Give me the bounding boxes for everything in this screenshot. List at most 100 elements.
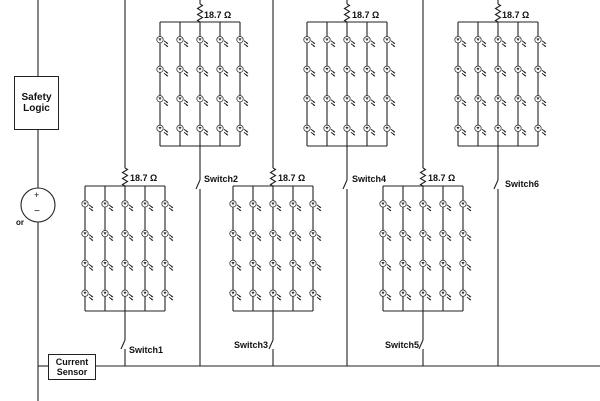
- led-emission-arrow: [469, 268, 471, 271]
- led-emission-arrow: [464, 130, 466, 133]
- led-emission-arrow: [151, 265, 153, 268]
- led-emission-arrow: [226, 41, 228, 44]
- led-emission-arrow: [206, 133, 208, 136]
- led-diode: [421, 202, 425, 206]
- led-diode: [536, 97, 540, 101]
- led-emission-arrow: [484, 100, 486, 103]
- led-emission-arrow: [206, 103, 208, 106]
- led-emission-arrow: [299, 205, 301, 208]
- led-emission-arrow: [206, 130, 208, 133]
- led-emission-arrow: [206, 44, 208, 47]
- led-diode: [238, 67, 242, 71]
- led-diode: [163, 202, 167, 206]
- led-emission-arrow: [333, 133, 335, 136]
- led-emission-arrow: [299, 265, 301, 268]
- led-emission-arrow: [171, 265, 173, 268]
- led-emission-arrow: [166, 71, 168, 74]
- led-emission-arrow: [373, 103, 375, 106]
- led-emission-arrow: [206, 74, 208, 77]
- led-emission-arrow: [111, 298, 113, 301]
- led-emission-arrow: [313, 41, 315, 44]
- led-array-3: [229, 185, 322, 312]
- led-emission-arrow: [524, 71, 526, 74]
- led-emission-arrow: [111, 295, 113, 298]
- resistor-zigzag: [196, 3, 204, 23]
- led-diode: [83, 232, 87, 236]
- led-diode: [143, 202, 147, 206]
- led-diode: [143, 261, 147, 265]
- led-emission-arrow: [464, 41, 466, 44]
- led-diode: [385, 97, 389, 101]
- led-emission-arrow: [186, 130, 188, 133]
- led-emission-arrow: [449, 235, 451, 238]
- led-emission-arrow: [409, 265, 411, 268]
- led-diode: [163, 232, 167, 236]
- resistor-zigzag: [121, 167, 129, 187]
- led-emission-arrow: [259, 205, 261, 208]
- led-emission-arrow: [504, 103, 506, 106]
- led-emission-arrow: [524, 130, 526, 133]
- led-diode: [461, 202, 465, 206]
- resistor-3: [269, 167, 277, 187]
- led-diode: [291, 232, 295, 236]
- led-emission-arrow: [319, 205, 321, 208]
- switch1-label: Switch1: [129, 345, 164, 355]
- led-emission-arrow: [524, 100, 526, 103]
- led-emission-arrow: [239, 235, 241, 238]
- led-diode: [231, 291, 235, 295]
- led-diode: [441, 202, 445, 206]
- led-emission-arrow: [353, 100, 355, 103]
- led-diode: [178, 97, 182, 101]
- led-emission-arrow: [353, 103, 355, 106]
- led-emission-arrow: [333, 103, 335, 106]
- resistor-label-1: 18.7 Ω: [204, 10, 232, 20]
- led-diode: [325, 38, 329, 42]
- led-emission-arrow: [226, 44, 228, 47]
- led-array-2: [156, 21, 249, 147]
- led-emission-arrow: [226, 71, 228, 74]
- led-diode: [385, 67, 389, 71]
- led-emission-arrow: [469, 208, 471, 211]
- led-emission-arrow: [259, 298, 261, 301]
- led-emission-arrow: [469, 238, 471, 241]
- resistor-zigzag: [269, 167, 277, 187]
- led-emission-arrow: [166, 44, 168, 47]
- led-diode: [516, 67, 520, 71]
- switch-5-blade: [418, 339, 424, 350]
- resistor-1: [121, 167, 129, 187]
- led-diode: [496, 126, 500, 130]
- minus-sign: −: [34, 206, 40, 217]
- switch-1-blade: [120, 339, 126, 350]
- led-emission-arrow: [544, 103, 546, 106]
- led-emission-arrow: [469, 265, 471, 268]
- switch-3-blade: [268, 339, 274, 350]
- led-diode: [83, 202, 87, 206]
- led-emission-arrow: [389, 238, 391, 241]
- led-emission-arrow: [504, 130, 506, 133]
- led-diode: [158, 38, 162, 42]
- led-emission-arrow: [464, 44, 466, 47]
- led-diode: [496, 38, 500, 42]
- led-emission-arrow: [524, 74, 526, 77]
- led-emission-arrow: [393, 133, 395, 136]
- led-emission-arrow: [373, 133, 375, 136]
- led-diode: [476, 97, 480, 101]
- led-emission-arrow: [246, 74, 248, 77]
- led-diode: [461, 261, 465, 265]
- led-emission-arrow: [131, 208, 133, 211]
- led-diode: [271, 291, 275, 295]
- led-emission-arrow: [279, 295, 281, 298]
- led-emission-arrow: [299, 208, 301, 211]
- led-diode: [421, 261, 425, 265]
- led-emission-arrow: [333, 71, 335, 74]
- led-emission-arrow: [389, 235, 391, 238]
- led-emission-arrow: [409, 295, 411, 298]
- led-emission-arrow: [279, 205, 281, 208]
- led-emission-arrow: [353, 130, 355, 133]
- led-emission-arrow: [449, 208, 451, 211]
- resistor-label-3: 18.7 Ω: [502, 10, 530, 20]
- led-diode: [456, 38, 460, 42]
- led-emission-arrow: [484, 130, 486, 133]
- led-diode: [496, 67, 500, 71]
- resistor-5: [419, 167, 427, 187]
